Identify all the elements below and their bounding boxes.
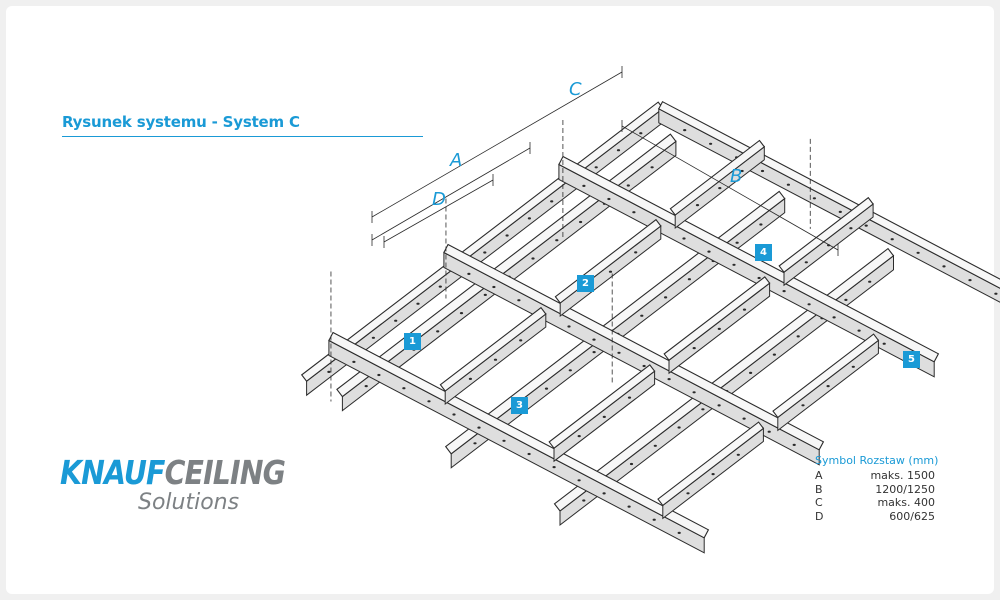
knauf-ceiling-logo: KNAUFCEILING Solutions [60,455,322,515]
dimension-line-b [621,120,839,256]
cross-tee-profile [669,139,766,230]
legend-symbol: D [815,509,824,523]
cross-tee-profile [439,306,547,406]
callout-1: 1 [404,333,421,350]
dimension-label-d: D [432,189,446,210]
title-underline [62,136,423,137]
callout-5: 5 [903,351,920,368]
legend-symbol: A [815,469,823,482]
logo-wordmark: KNAUFCEILING [60,453,286,492]
guide-lines [330,66,839,402]
legend-symbol: C [815,496,823,509]
legend-row: D 600/625 [815,510,938,524]
callout-3: 3 [511,397,528,414]
legend-row: A maks. 1500 [815,469,938,483]
legend-symbol: B [815,482,823,496]
spacing-legend: Symbol Rozstaw (mm) A maks. 1500 B 1200/… [815,454,938,523]
legend-header-symbol: Symbol [815,454,856,467]
page-title: Rysunek systemu - System C [62,113,300,131]
legend-value: maks. 1500 [870,469,935,482]
cross-tee-profile [663,276,771,375]
cross-tee-profile [657,421,765,520]
dimension-label-a: A [449,150,462,171]
legend-header: Symbol Rozstaw (mm) [815,454,938,467]
dimension-label-c: C [569,79,582,100]
callout-2: 2 [577,275,594,292]
legend-value: maks. 400 [877,496,935,509]
dimension-line-a [371,142,531,246]
callout-4: 4 [755,244,772,261]
main-tee-profile [443,243,825,466]
main-tee-profile [558,155,940,378]
legend-value: 600/625 [889,509,935,523]
legend-value: 1200/1250 [875,482,935,496]
dimension-label-b: B [730,166,742,187]
logo-subtitle: Solutions [138,490,240,515]
dimension-labels: A B C D [432,79,742,210]
cross-tee-profile [772,333,880,432]
main-tee-profile [328,331,710,554]
grid-profiles [300,100,1000,554]
logo-product: CEILING [164,453,286,492]
dimension-line-c [371,66,623,223]
legend-row: C maks. 400 [815,496,938,510]
legend-header-spacing: Rozstaw (mm) [859,454,939,467]
legend-row: B 1200/1250 [815,483,938,497]
logo-brand: KNAUF [60,453,165,492]
cross-tee-profile [548,364,656,463]
dimension-line-d [383,174,494,248]
